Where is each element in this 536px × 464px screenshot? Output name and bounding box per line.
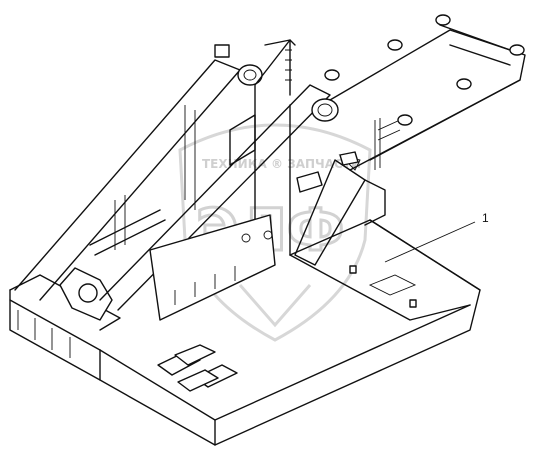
arm-lower-edge (349, 79, 521, 171)
diagonal-beams (14, 59, 331, 311)
base-frame (9, 219, 481, 446)
stud-2 (409, 299, 417, 308)
rear-arm (324, 14, 526, 171)
column-ticks (285, 49, 292, 81)
arm-boss-4 (456, 78, 472, 90)
base-top-edge (99, 304, 471, 421)
arm-ribs (374, 118, 381, 170)
column-bracket (229, 114, 256, 166)
front-box-ribs (17, 310, 71, 358)
arm-boss-1 (435, 14, 451, 26)
column-top-plate (264, 39, 291, 96)
floor-cleats (157, 344, 238, 392)
arm-outline (329, 29, 526, 161)
stud-1 (349, 265, 357, 274)
watermark-top-text: ТЕХНИКА ® ЗАПЧАСТИ (202, 157, 361, 171)
strut-body (294, 159, 366, 266)
plate-slots (174, 266, 236, 305)
pivot-bore-right (317, 103, 333, 117)
arm-boss-6 (397, 114, 413, 126)
arm-crossbar (439, 24, 511, 66)
callout-leader (384, 221, 476, 263)
top-pin (214, 44, 230, 58)
cross-brace (89, 209, 166, 256)
beam-braces (114, 105, 196, 250)
floor-plate-rear-edge (369, 219, 481, 291)
cleat-2 (174, 344, 216, 366)
lug-hole (78, 283, 98, 303)
hinge-lug (59, 267, 113, 321)
pivot-boss-left (237, 64, 263, 86)
floor-opening (368, 274, 417, 296)
pivot-bore-left (243, 69, 257, 81)
plate-hole-1 (241, 233, 251, 243)
callout-1: 1 (384, 211, 489, 263)
plate-hole-2 (263, 230, 273, 240)
floor-plate-edge (289, 254, 471, 321)
front-box-top (9, 299, 101, 351)
arm-boss-2 (387, 39, 403, 51)
center-plate (149, 214, 276, 321)
arm-boss-5 (324, 69, 340, 81)
bracket-plate (296, 171, 323, 193)
arm-slots (377, 119, 401, 141)
right-beam (99, 84, 331, 311)
left-beam (14, 59, 241, 301)
small-bracket (296, 151, 359, 193)
pivot-boss-right (311, 98, 339, 122)
bracket-ear (339, 151, 359, 166)
watermark-wheat (238, 284, 312, 328)
central-column (229, 39, 296, 256)
callout-label: 1 (482, 211, 489, 225)
strut-box (364, 179, 386, 226)
cleat-4 (177, 369, 219, 392)
arm-boss-3 (509, 44, 525, 56)
